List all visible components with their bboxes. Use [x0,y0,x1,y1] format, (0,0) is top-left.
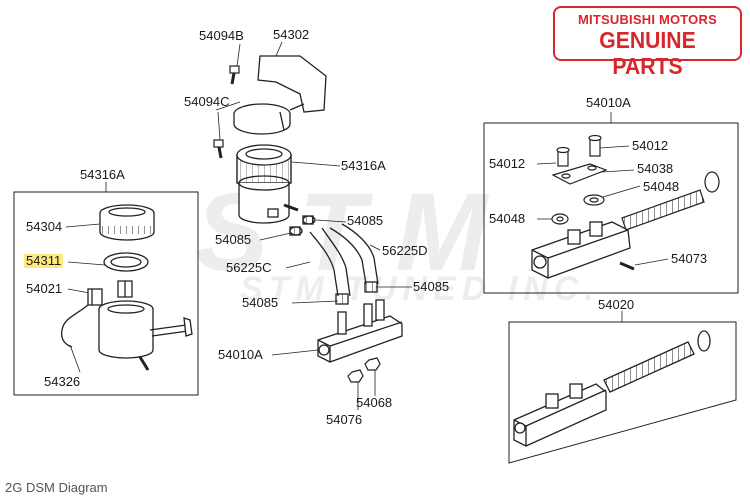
label-54316a-left: 54316A [80,167,125,182]
label-54094c: 54094C [184,94,230,109]
master-cylinder-54010a-mid [317,299,403,363]
clamp-54085-b [289,226,303,236]
label-54085-a: 54085 [347,213,384,228]
label-54048-b: 54048 [489,211,526,226]
label-54073: 54073 [671,251,708,266]
hose-56225c [309,227,351,297]
watermark-text-small: STM TUNED INC. [240,270,600,308]
hose-56225d [329,223,379,285]
label-54326: 54326 [44,374,81,389]
clamp-54085-a [302,215,316,225]
label-54012-b: 54012 [632,138,669,153]
label-56225c: 56225C [226,260,272,275]
label-54021: 54021 [26,281,63,296]
label-54012-a: 54012 [489,156,526,171]
seal-54048-b [551,213,569,225]
label-54048-a: 54048 [643,179,680,194]
fitting-54012-a [556,146,570,167]
frame-54020 [508,321,737,464]
label-54311-highlighted: 54311 [24,253,64,268]
nut-54068 [364,357,381,371]
label-54094b: 54094B [199,28,244,43]
sensor-54021 [60,280,133,348]
label-56225d: 56225D [382,243,428,258]
gasket-54311 [103,252,149,272]
frame-54010a-right [483,122,739,294]
bracket-54302 [233,55,327,135]
nut-54076 [347,369,364,383]
master-cylinder-54010a-right [531,221,631,279]
fitting-54012-b [588,134,602,157]
bolt-54094b [229,65,240,85]
reservoir-54326 [98,300,193,371]
diagram-caption: 2G DSM Diagram [5,480,108,495]
pin-54073 [619,261,635,271]
label-54304: 54304 [26,219,63,234]
genuine-parts-badge: MITSUBISHI MOTORS GENUINE PARTS [553,6,742,79]
badge-title: GENUINE PARTS [599,27,696,79]
clamp-54085-c [335,293,349,305]
label-54085-d: 54085 [413,279,450,294]
plate-54038 [551,163,608,185]
label-54085-c: 54085 [242,295,279,310]
label-54010a-mid: 54010A [218,347,263,362]
piston-assembly-right [621,171,720,231]
label-54010a-right: 54010A [586,95,631,110]
label-54068: 54068 [356,395,393,410]
reservoir-54316a [236,144,299,224]
master-cylinder-54020 [513,330,711,447]
seal-54048-a [583,194,605,206]
bolt-54094c [213,139,224,159]
label-54085-b: 54085 [215,232,252,247]
label-54302: 54302 [273,27,310,42]
label-54038: 54038 [637,161,674,176]
label-54020: 54020 [598,297,635,312]
label-54316a-mid: 54316A [341,158,386,173]
clamp-54085-d [364,281,378,293]
badge-brand: MITSUBISHI MOTORS [578,12,717,27]
cap-54304 [99,204,155,241]
watermark: STM STM TUNED INC. [195,171,600,308]
label-54076: 54076 [326,412,363,427]
leader-lines [65,41,669,410]
